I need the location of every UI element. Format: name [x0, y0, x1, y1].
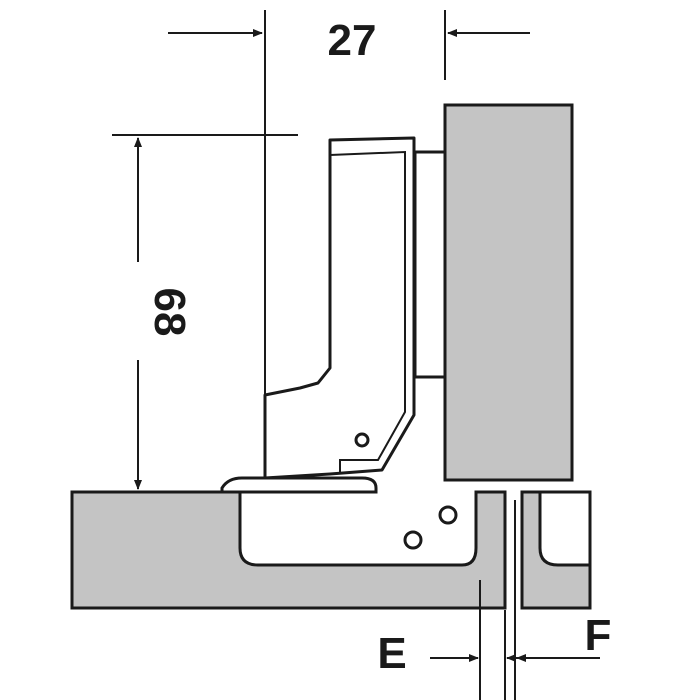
dim-e-label: E [377, 629, 406, 678]
hinge-arm [263, 136, 416, 480]
right-panel-cutout [538, 490, 592, 567]
hinge-pivot-hole [354, 432, 370, 448]
hinge-arm-inner-line [329, 150, 406, 474]
dim-68-label: 68 [145, 288, 194, 337]
cabinet-side-panel [70, 490, 507, 610]
dim-27-label: 27 [328, 16, 377, 65]
hinge-plate-connector [413, 150, 447, 379]
dim-f-label: F [585, 611, 612, 660]
hinge-cup-flange [220, 476, 378, 494]
cup-screw-hole-lower [403, 530, 423, 550]
cup-screw-hole-upper [438, 505, 458, 525]
door-panel [443, 103, 574, 482]
